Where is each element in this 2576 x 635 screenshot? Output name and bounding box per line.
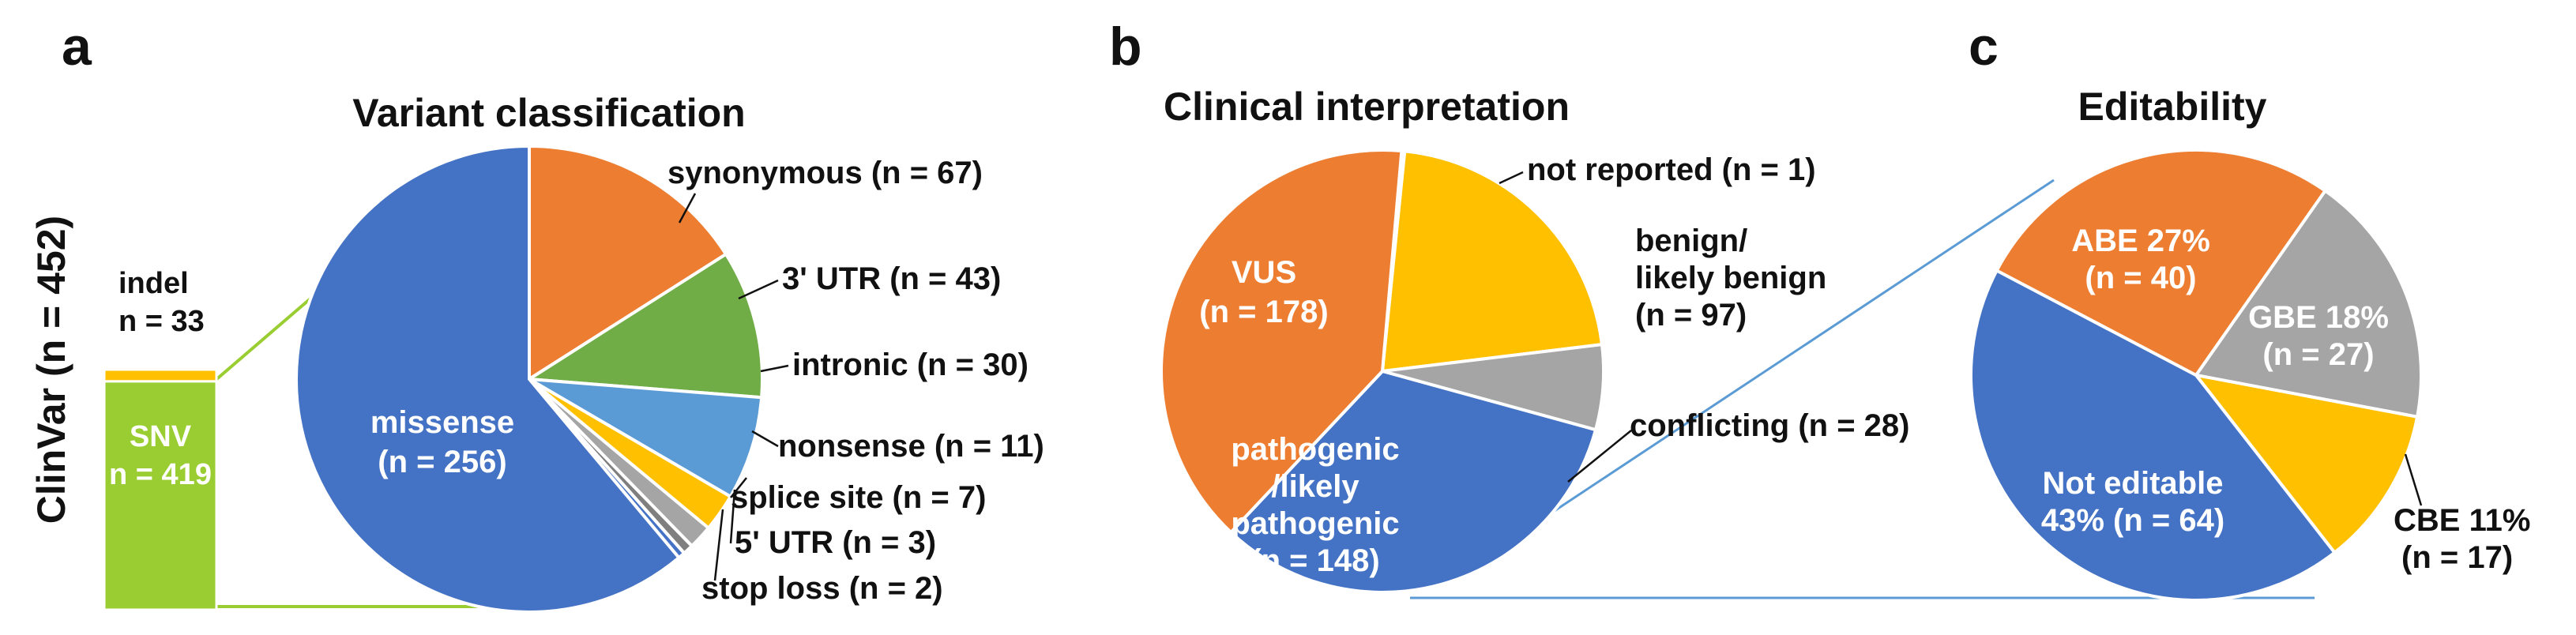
connector-top-b [1547, 178, 2055, 517]
leader-3utr [738, 279, 779, 300]
pie-c-slice-gbe [2194, 189, 2423, 419]
bar-label-snv-count: n = 419 [109, 458, 212, 491]
editability-pie: Editability GBE 18% (n = 27) CBE 11% (n … [1969, 85, 2530, 602]
leader-stoploss [713, 509, 724, 581]
label-3utr: 3' UTR (n = 43) [782, 261, 1001, 296]
pie-b-slice-vus [1160, 148, 1404, 535]
label-pathogenic-line4: (n = 148) [1250, 543, 1379, 578]
label-splice-site: splice site (n = 7) [731, 480, 986, 515]
leader-conflicting [1567, 430, 1632, 483]
pie-b-slice-pathogenic-likely-pathogenic [1229, 370, 1598, 594]
panel-letter-c: c [1969, 17, 1999, 77]
pie-b-slices [1160, 148, 1605, 594]
bar-segment-snv [103, 380, 218, 611]
pie-a-leaders [678, 193, 789, 581]
label-synonymous: synonymous (n = 67) [668, 156, 983, 190]
label-not-editable-line1: Not editable [2043, 466, 2224, 501]
label-abe-line2: (n = 40) [2085, 261, 2196, 295]
pie-c-slice-not-editable [1969, 269, 2337, 602]
pie-b-title: Clinical interpretation [1164, 85, 1570, 129]
label-missense-name: missense [370, 405, 514, 440]
pie-c-slice-abe [1995, 148, 2327, 377]
label-cbe-line2: (n = 17) [2401, 540, 2513, 575]
label-not-editable-line2: 43% (n = 64) [2041, 503, 2224, 538]
clinvar-axis-label: ClinVar (n = 452) [29, 216, 73, 524]
pie-c-leaders [2404, 453, 2423, 506]
label-vus-name: VUS [1232, 255, 1296, 290]
bar-label-indel-name: indel [118, 267, 189, 300]
panel-letter-b: b [1109, 17, 1142, 77]
panel-letter-a: a [62, 17, 92, 77]
leader-not-reported [1499, 171, 1524, 185]
leader-intronic [760, 364, 789, 373]
clinical-interpretation-pie: Clinical interpretation not reported (n … [1160, 85, 1909, 594]
label-nonsense: nonsense (n = 11) [778, 429, 1044, 464]
pie-c-slice-cbe [2194, 374, 2420, 554]
label-benign-line1: benign/ [1635, 224, 1747, 258]
label-pathogenic-line3: pathogenic [1231, 506, 1399, 541]
pie-c-title: Editability [2078, 85, 2267, 129]
pie-b-slice-benign-likely-benign [1381, 149, 1604, 373]
label-vus-count: (n = 178) [1199, 295, 1328, 329]
pie-b-leaders [1499, 171, 1632, 483]
bar-label-indel-count: n = 33 [118, 305, 205, 338]
bar-label-snv-name: SNV [130, 420, 192, 453]
label-benign-line2: likely benign [1635, 261, 1826, 295]
label-intronic: intronic (n = 30) [792, 348, 1029, 382]
pie-a-slice-intronic [528, 378, 764, 498]
label-gbe-line2: (n = 27) [2262, 337, 2374, 372]
label-benign-line3: (n = 97) [1635, 298, 1747, 333]
label-5utr: 5' UTR (n = 3) [735, 525, 936, 560]
clinvar-stacked-bar: ClinVar (n = 452) SNV n = 419 indel n = … [29, 216, 218, 611]
pie-a-slice-missense [295, 145, 681, 614]
leader-cbe [2404, 453, 2423, 506]
label-abe-line1: ABE 27% [2071, 224, 2210, 258]
label-gbe-line1: GBE 18% [2248, 300, 2389, 335]
label-conflicting: conflicting (n = 28) [1630, 408, 1909, 443]
pie-a-slice-3-utr [528, 252, 764, 400]
label-pathogenic-line1: pathogenic [1231, 432, 1399, 467]
label-stop-loss: stop loss (n = 2) [701, 571, 943, 606]
pie-a-slices [295, 145, 764, 614]
bar-segment-indel [103, 368, 218, 383]
leader-5utr [729, 489, 736, 544]
pie-c-slices [1969, 148, 2423, 602]
pie-a-title: Variant classification [352, 91, 745, 135]
label-pathogenic-line2: /likely [1271, 469, 1359, 504]
label-missense-count: (n = 256) [378, 445, 506, 479]
label-not-reported: not reported (n = 1) [1527, 152, 1816, 187]
leader-synonymous [678, 193, 697, 224]
pie-a-slice-synonymous [528, 145, 728, 381]
leader-nonsense [751, 430, 779, 448]
variant-classification-pie: Variant classification synonymous (n = 6… [295, 91, 1044, 614]
label-cbe-line1: CBE 11% [2394, 503, 2530, 538]
